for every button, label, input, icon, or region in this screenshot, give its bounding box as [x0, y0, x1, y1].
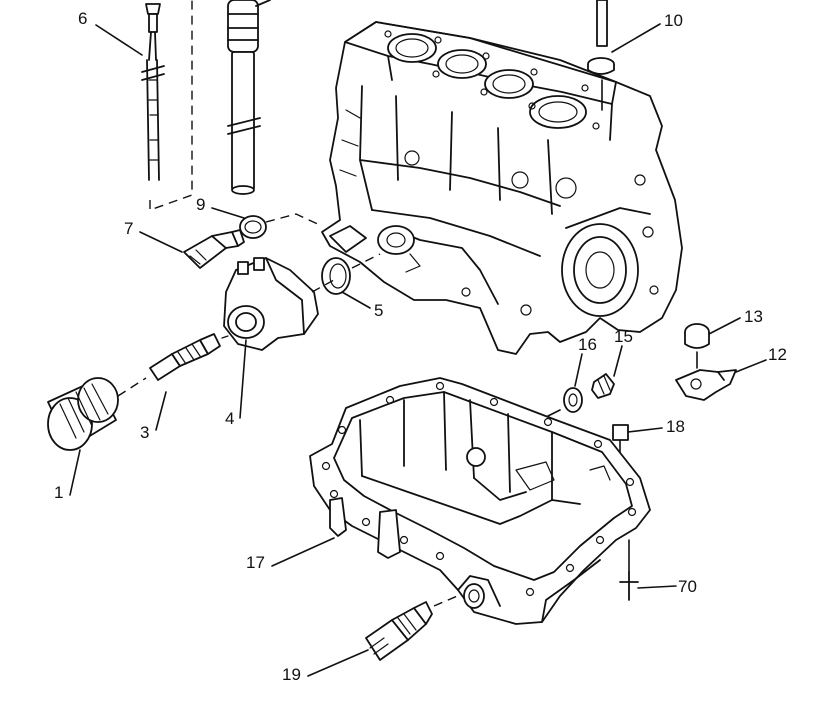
- callout-6: 6: [78, 9, 87, 28]
- callout-3: 3: [140, 423, 149, 442]
- valve-stem-seal: [587, 57, 615, 111]
- seal-washer: [539, 387, 583, 421]
- callout-16: 16: [578, 335, 597, 354]
- callout-5: 5: [374, 301, 383, 320]
- cylinder-head-bolt: [596, 0, 608, 47]
- oil-filter-gasket: [321, 253, 381, 295]
- oil-pressure-switch: [183, 229, 245, 269]
- callout-1: 1: [54, 483, 63, 502]
- oil-filter-housing: [223, 257, 335, 351]
- callout-9: 9: [196, 195, 205, 214]
- sump-drain-bolt: [591, 373, 615, 399]
- oil-filter-union: [149, 333, 229, 381]
- callout-19: 19: [282, 665, 301, 684]
- callout-13: 13: [744, 307, 763, 326]
- callout-10: 10: [664, 11, 683, 30]
- oil-sump-pan: [309, 377, 651, 625]
- callout-18: 18: [666, 417, 685, 436]
- cylinder-block: [321, 21, 683, 355]
- callout-17: 17: [246, 553, 265, 572]
- callout-70: 70: [678, 577, 697, 596]
- dipstick: [141, 0, 193, 211]
- callout-12: 12: [768, 345, 787, 364]
- torque-spec-cross-marker: [619, 539, 639, 601]
- oil-filter-cartridge: [47, 377, 147, 451]
- dipstick-guide-tube: [227, 0, 271, 195]
- callout-4: 4: [225, 409, 234, 428]
- oil-temperature-sensor: [365, 593, 463, 661]
- callout-15: 15: [614, 327, 633, 346]
- oil-level-sensor-bracket: [675, 369, 737, 401]
- drain-plug: [684, 323, 710, 369]
- o-ring-seal: [239, 213, 323, 239]
- callout-leaders: [69, 23, 767, 677]
- callout-labels: 1 3 4 5 6 7 9 10 12 13 15 16 17 18 19 70: [54, 9, 787, 684]
- callout-7: 7: [124, 219, 133, 238]
